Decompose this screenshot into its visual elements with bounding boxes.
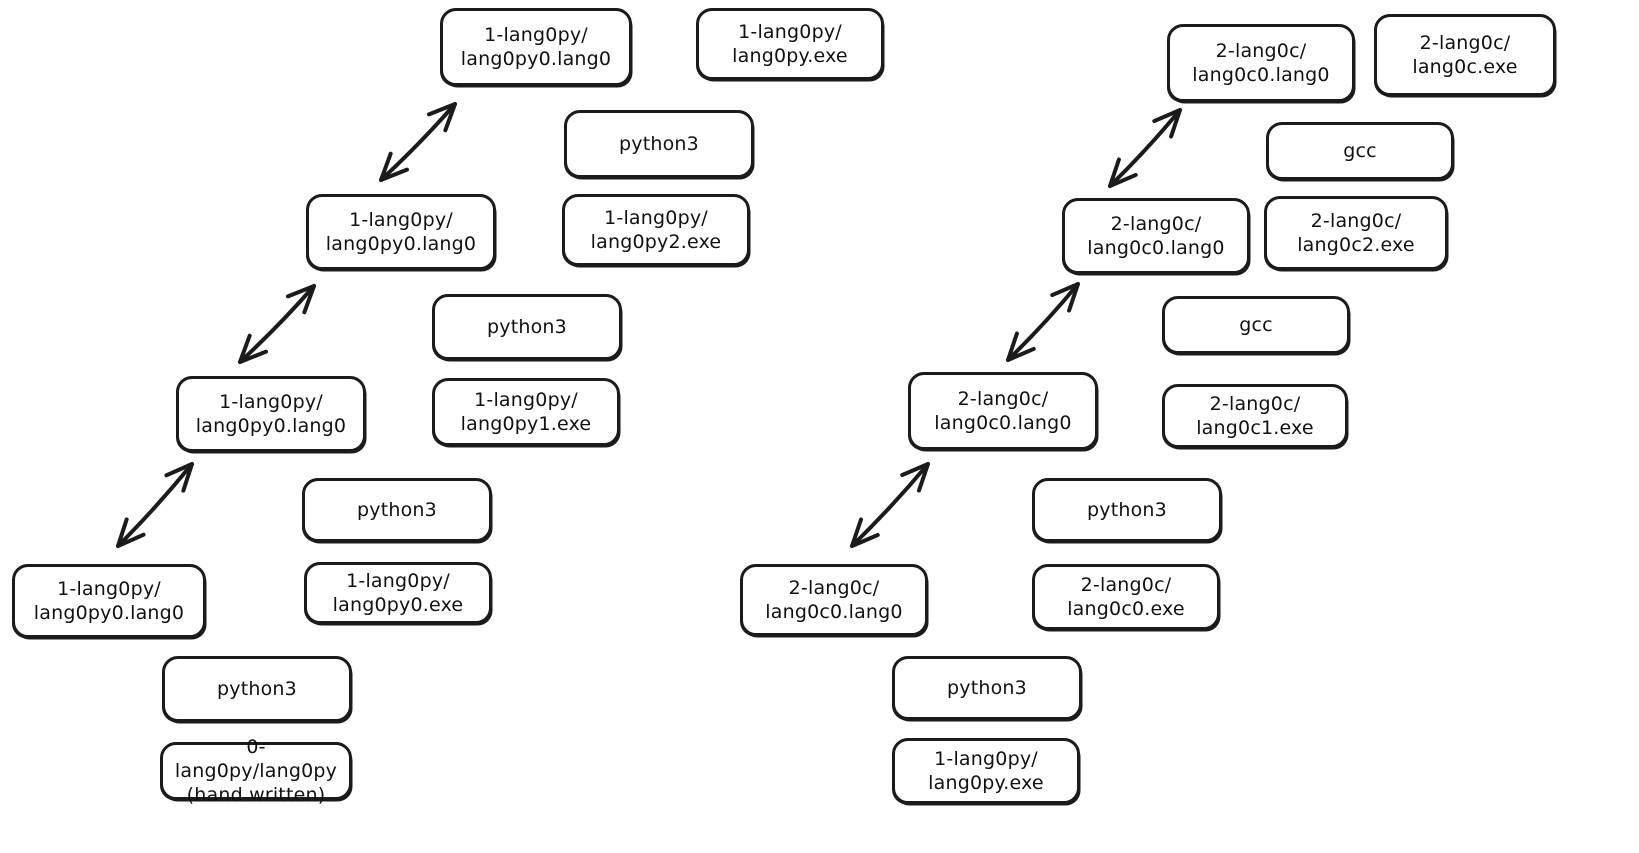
node-label: gcc (1343, 139, 1377, 162)
arrow-shaft (1006, 282, 1080, 362)
arrow-head-up (164, 462, 194, 493)
node-r-src2[interactable]: 2-lang0c/ lang0c0.lang0 (908, 372, 1098, 450)
node-r-exe1[interactable]: 2-lang0c/ lang0c0.exe (1032, 564, 1220, 630)
node-l-src1[interactable]: 1-lang0py/ lang0py0.lang0 (12, 564, 206, 638)
node-label: 2-lang0c/ lang0c2.exe (1297, 209, 1415, 256)
node-label: python3 (1087, 498, 1167, 521)
arrow-head-down (850, 517, 880, 548)
arrow-shaft (116, 462, 194, 548)
node-r-tool2[interactable]: gcc (1162, 296, 1350, 354)
arrow-head-up (900, 462, 930, 493)
arrow-head-down (238, 333, 269, 364)
arrow-right-1 (850, 462, 930, 548)
node-label: python3 (487, 315, 567, 338)
node-l-src2[interactable]: 1-lang0py/ lang0py0.lang0 (176, 376, 366, 452)
node-r-src1[interactable]: 2-lang0c/ lang0c0.lang0 (740, 564, 928, 636)
arrow-head-up (285, 284, 316, 315)
arrow-shaft (238, 284, 316, 364)
node-label: 2-lang0c/ lang0c0.lang0 (765, 576, 903, 623)
node-label: python3 (357, 498, 437, 521)
node-label: gcc (1239, 313, 1273, 336)
arrow-head-down (379, 151, 410, 182)
node-label: 2-lang0c/ lang0c0.lang0 (934, 387, 1072, 434)
node-l-exe1[interactable]: 1-lang0py/ lang0py0.exe (304, 562, 492, 624)
arrow-right-2 (1006, 282, 1080, 362)
node-label: 1-lang0py/ lang0py1.exe (460, 388, 592, 435)
node-l-tool2[interactable]: python3 (432, 294, 622, 360)
arrow-left-3 (379, 102, 457, 182)
node-label: 1-lang0py/ lang0py.exe (928, 747, 1044, 794)
arrow-left-2 (238, 284, 316, 364)
arrow-left-1 (116, 462, 194, 548)
node-l-tool0[interactable]: python3 (162, 656, 352, 722)
arrow-head-down (1006, 331, 1036, 362)
node-l-src4[interactable]: 1-lang0py/ lang0py0.lang0 (440, 8, 632, 86)
node-l-tool1[interactable]: python3 (302, 478, 492, 542)
node-label: python3 (947, 676, 1027, 699)
node-label: 1-lang0py/ lang0py.exe (732, 20, 848, 67)
node-r-exe4[interactable]: 2-lang0c/ lang0c.exe (1374, 14, 1556, 96)
node-label: 2-lang0c/ lang0c.exe (1412, 31, 1518, 78)
node-label: 2-lang0c/ lang0c0.lang0 (1087, 212, 1225, 259)
node-label: python3 (217, 677, 297, 700)
arrow-shaft (1108, 108, 1182, 188)
node-l-exe4[interactable]: 1-lang0py/ lang0py.exe (696, 8, 884, 80)
node-r-exe3[interactable]: 2-lang0c/ lang0c2.exe (1264, 196, 1448, 270)
node-r-tool3[interactable]: gcc (1266, 122, 1454, 180)
node-r-src0[interactable]: 1-lang0py/ lang0py.exe (892, 738, 1080, 804)
node-r-exe2[interactable]: 2-lang0c/ lang0c1.exe (1162, 384, 1348, 448)
node-label: 2-lang0c/ lang0c0.exe (1067, 573, 1185, 620)
arrow-right-3 (1108, 108, 1182, 188)
node-label: 1-lang0py/ lang0py0.lang0 (33, 577, 185, 624)
node-l-src0[interactable]: 0-lang0py/lang0py (hand written) (160, 736, 352, 806)
node-r-tool1[interactable]: python3 (1032, 478, 1222, 542)
node-label: 2-lang0c/ lang0c0.lang0 (1192, 39, 1330, 86)
node-r-src3[interactable]: 2-lang0c/ lang0c0.lang0 (1062, 198, 1250, 274)
arrow-shaft (379, 102, 457, 182)
node-l-tool3[interactable]: python3 (564, 110, 754, 178)
node-label: python3 (619, 132, 699, 155)
arrow-head-up (1050, 282, 1080, 313)
node-label: 1-lang0py/ lang0py0.lang0 (460, 23, 612, 70)
arrow-head-up (1152, 108, 1182, 139)
node-l-src3[interactable]: 1-lang0py/ lang0py0.lang0 (306, 194, 496, 270)
node-r-src4[interactable]: 2-lang0c/ lang0c0.lang0 (1167, 24, 1355, 102)
node-label: 1-lang0py/ lang0py0.exe (332, 569, 464, 616)
node-label: 2-lang0c/ lang0c1.exe (1196, 392, 1314, 439)
node-r-tool0[interactable]: python3 (892, 656, 1082, 720)
arrow-head-down (1108, 157, 1138, 188)
arrow-head-up (426, 102, 457, 133)
node-label: 1-lang0py/ lang0py0.lang0 (195, 390, 347, 437)
node-label: 1-lang0py/ lang0py2.exe (590, 206, 722, 253)
node-label: 0-lang0py/lang0py (hand written) (174, 735, 338, 807)
node-l-exe2[interactable]: 1-lang0py/ lang0py1.exe (432, 378, 620, 446)
arrow-head-down (116, 517, 146, 548)
arrow-shaft (850, 462, 930, 548)
node-label: 1-lang0py/ lang0py0.lang0 (325, 208, 477, 255)
node-l-exe3[interactable]: 1-lang0py/ lang0py2.exe (562, 194, 750, 266)
